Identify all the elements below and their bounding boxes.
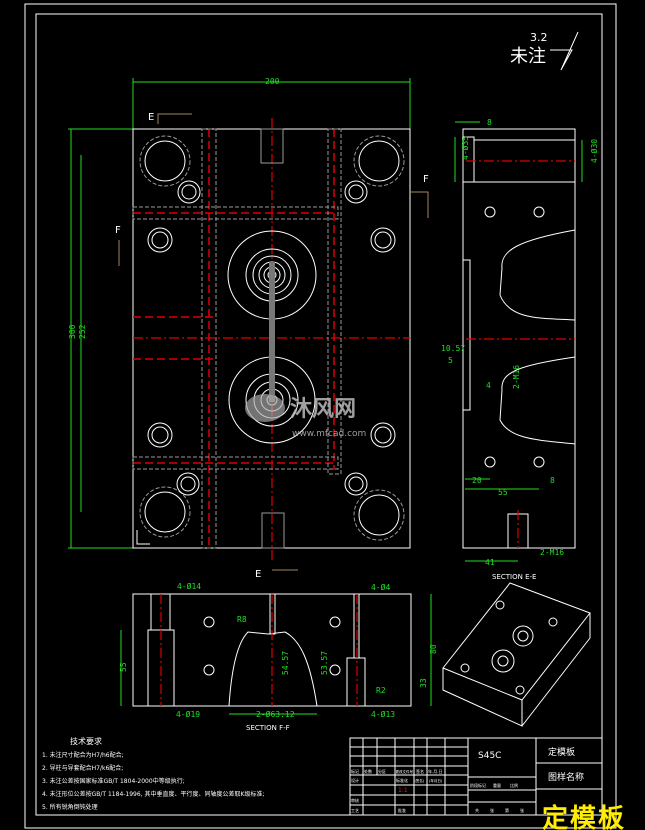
- dim-ee-2-m16: 2-M16: [540, 548, 564, 557]
- technical-notes: 技术要求 1. 未注尺寸配合为H7/h6配合; 2. 导柱与导套配合H7/k6配…: [42, 736, 264, 811]
- tb-no: 第: [505, 807, 509, 813]
- dim-ee-35: 4-Ø35: [460, 136, 470, 160]
- tb-scale: 1:1: [398, 787, 408, 794]
- dim-ff-r8: R8: [237, 615, 247, 624]
- dim-ee-20: 20: [472, 476, 482, 485]
- inner-frame: [35, 13, 603, 816]
- dim-height-300: 300: [68, 324, 77, 339]
- dim-ff-r2: R2: [376, 686, 386, 695]
- dim-ff-80: 80: [429, 644, 438, 654]
- note-1: 1. 未注尺寸配合为H7/h6配合;: [42, 751, 124, 759]
- dim-ee-41: 41: [485, 558, 495, 567]
- tb-header-zone: 分区: [378, 768, 386, 774]
- dim-ff-4-4: 4-Ø4: [371, 582, 390, 592]
- dim-ee-10-57: 10.57: [441, 344, 465, 353]
- section-f-f: 4-Ø14 4-Ø4 55 80 54.57 53.57 33 4-Ø19 2-…: [119, 581, 438, 732]
- dim-ff-53-57: 53.57: [320, 651, 329, 675]
- dim-ff-4-13: 4-Ø13: [371, 709, 395, 719]
- watermark: 沐风网 www.mfcad.com: [245, 394, 366, 439]
- outer-frame: [24, 3, 617, 829]
- tb-date: (年月日): [429, 778, 443, 783]
- note-4: 4. 未注形位公差按GB/T 1184-1996, 其中垂直度、平行度、同轴度公…: [42, 790, 264, 798]
- section-marker-f-right: F: [423, 174, 429, 185]
- tb-process: 工艺: [351, 808, 359, 813]
- tb-sheet1: 张: [490, 807, 494, 813]
- section-marker-e-top: E: [148, 112, 154, 123]
- tb-part-name: 定模板: [548, 746, 575, 758]
- dim-ff-33: 33: [419, 678, 428, 688]
- tb-standard: 标准化: [396, 777, 408, 783]
- roughness-symbol: 未注 3.2: [510, 31, 579, 71]
- dim-ff-55: 55: [119, 662, 128, 672]
- dim-ee-5: 5: [448, 356, 453, 365]
- tb-stage: 阶段标记: [470, 782, 486, 788]
- tb-weight: 重量: [493, 782, 501, 788]
- section-ff-title: SECTION F-F: [246, 724, 290, 732]
- watermark-logo-icon: [245, 394, 285, 422]
- section-marker-e-bottom: E: [255, 569, 261, 580]
- dim-ff-4-19: 4-Ø19: [176, 709, 200, 719]
- dim-height-252: 252: [78, 324, 87, 339]
- tb-ratio: 比例: [510, 782, 518, 788]
- note-3: 3. 未注公差按国家标准GB/T 1804-2000中等级执行;: [42, 777, 185, 785]
- tb-drawing-name: 图样名称: [548, 771, 584, 783]
- note-5: 5. 所有锐角倒钝处理: [42, 803, 98, 811]
- watermark-brand: 沐风网: [290, 397, 356, 422]
- tb-header-date: 年.月.日: [428, 768, 443, 774]
- tb-header-sign: 签名: [416, 768, 424, 774]
- tb-header-change: 更改文件号: [396, 769, 414, 774]
- tb-header-mark: 标记: [351, 768, 359, 774]
- dim-ee-2-m16-upper: 2-M16: [512, 365, 521, 389]
- roughness-value: 3.2: [530, 31, 548, 44]
- tb-signature: (签名): [415, 778, 425, 783]
- tb-review: 审核: [351, 797, 359, 803]
- tb-approve: 批准: [398, 807, 406, 813]
- overlay-title: 定模板: [542, 803, 626, 830]
- dim-ee-4: 4: [486, 381, 491, 390]
- note-2: 2. 导柱与导套配合H7/k6配合;: [42, 764, 123, 772]
- dim-ff-2-63: 2-Ø63.12: [256, 709, 295, 719]
- dim-ee-r8: 8: [550, 476, 555, 485]
- dim-width: 200: [265, 77, 280, 86]
- roughness-label: 未注: [510, 46, 546, 67]
- section-ee-title: SECTION E-E: [492, 573, 536, 581]
- title-block: 标记 处数 分区 更改文件号 签名 年.月.日 设计 标准化 (签名) (年月日…: [349, 737, 603, 816]
- dim-ff-54-57: 54.57: [281, 651, 290, 675]
- notes-heading: 技术要求: [70, 736, 102, 746]
- section-e-e: 8 4-Ø35 4-Ø30 10.57 5 4 2-M16 20 55 8 41…: [441, 118, 599, 581]
- tb-sheet2: 张: [520, 807, 524, 813]
- tb-header-count: 处数: [364, 768, 372, 774]
- isometric-view: [442, 582, 591, 727]
- dim-ee-55: 55: [498, 488, 508, 497]
- tb-total: 共: [475, 807, 479, 813]
- dim-ee-30: 4-Ø30: [589, 139, 599, 163]
- tb-material: S45C: [478, 751, 501, 761]
- dim-ee-8: 8: [487, 118, 492, 127]
- dim-ff-4-14: 4-Ø14: [177, 581, 201, 591]
- watermark-url: www.mfcad.com: [292, 429, 366, 439]
- tb-design: 设计: [351, 777, 359, 783]
- top-view: 200 300 252: [68, 77, 429, 580]
- section-marker-f-left: F: [115, 225, 121, 236]
